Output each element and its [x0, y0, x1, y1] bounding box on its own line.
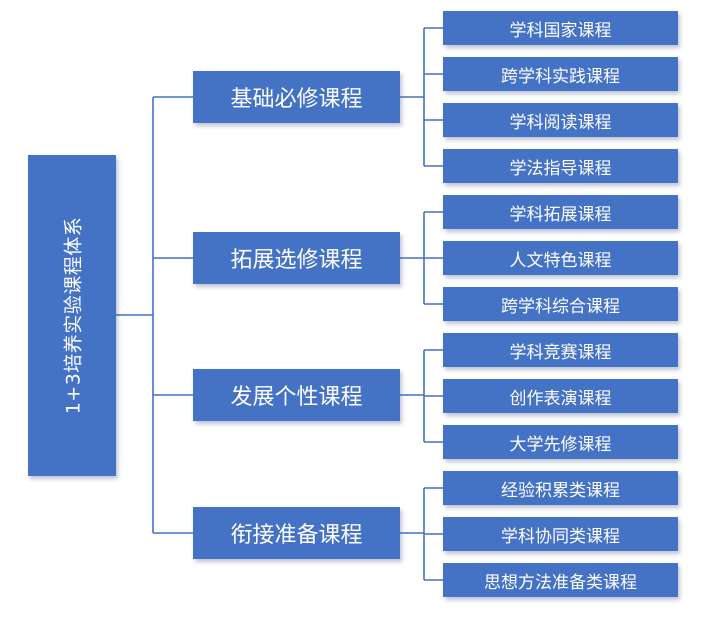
course-node: 大学先修课程 [443, 425, 678, 459]
category-node-4: 衔接准备课程 [193, 507, 400, 559]
category-label: 发展个性课程 [230, 385, 363, 410]
category-label: 衔接准备课程 [230, 523, 363, 548]
course-label: 思想方法准备类课程 [484, 572, 637, 593]
course-node: 思想方法准备类课程 [443, 563, 678, 597]
course-label: 跨学科综合课程 [501, 296, 620, 317]
category-label: 基础必修课程 [230, 87, 363, 112]
course-node: 学科阅读课程 [443, 103, 678, 137]
course-label: 学法指导课程 [509, 158, 612, 179]
course-label: 学科拓展课程 [509, 204, 612, 225]
course-label: 学科协同类课程 [501, 526, 620, 547]
course-node: 经验积累类课程 [443, 471, 678, 505]
root-node: 1+3培养实验课程体系 [28, 155, 116, 476]
course-node: 创作表演课程 [443, 379, 678, 413]
root-label: 1+3培养实验课程体系 [62, 216, 85, 415]
course-label: 人文特色课程 [509, 250, 612, 271]
course-label: 跨学科实践课程 [501, 66, 620, 87]
course-label: 创作表演课程 [509, 388, 612, 409]
course-node: 跨学科综合课程 [443, 287, 678, 321]
course-node: 学科协同类课程 [443, 517, 678, 551]
category-label: 拓展选修课程 [230, 248, 363, 273]
course-label: 学科阅读课程 [509, 112, 612, 133]
course-node: 学法指导课程 [443, 149, 678, 183]
course-node: 学科竞赛课程 [443, 333, 678, 367]
course-node: 学科拓展课程 [443, 195, 678, 229]
category-node-2: 拓展选修课程 [193, 232, 400, 284]
category-node-1: 基础必修课程 [193, 71, 400, 123]
course-node: 人文特色课程 [443, 241, 678, 275]
course-label: 经验积累类课程 [501, 480, 620, 501]
course-node: 跨学科实践课程 [443, 57, 678, 91]
category-node-3: 发展个性课程 [193, 369, 400, 421]
course-label: 学科竞赛课程 [509, 342, 612, 363]
course-label: 学科国家课程 [509, 20, 612, 41]
course-label: 大学先修课程 [509, 434, 612, 455]
course-node: 学科国家课程 [443, 11, 678, 45]
